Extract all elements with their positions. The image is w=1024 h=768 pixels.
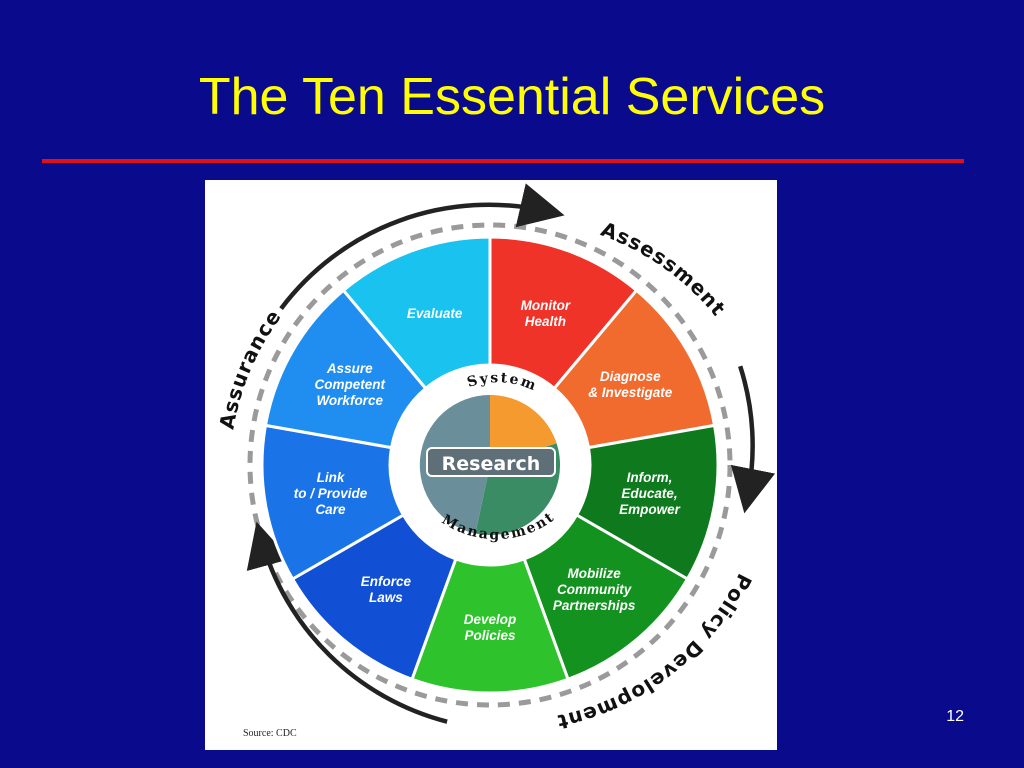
cycle-arrow-top [279,183,565,310]
segment-label-inform-educate-empower: Inform,Educate,Empower [619,470,681,517]
slide-title: The Ten Essential Services [198,68,826,126]
service-segments [260,235,720,695]
cycle-arrow-right [730,365,776,514]
wheel-graphic: Research System Management Assessment Po… [215,183,776,734]
cycle-arrows [246,183,776,724]
segment-label-evaluate: Evaluate [407,306,463,321]
outer-dashed-ring [247,222,733,708]
page-number: 12 [946,708,964,725]
segment-label-diagnose-investigate: Diagnose& Investigate [588,369,673,400]
center-label: Research [442,453,541,475]
cycle-arrow-bottom [246,521,448,724]
source-note: Source: CDC [243,728,297,739]
essential-services-diagram: Research System Management Assessment Po… [205,180,777,750]
research-banner [426,447,556,477]
title-divider [42,159,964,163]
